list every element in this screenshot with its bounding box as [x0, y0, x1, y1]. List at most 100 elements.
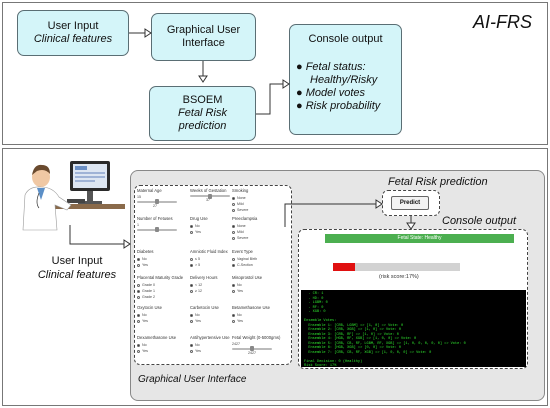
form-field-label: Placental Maturity Grade [137, 275, 184, 280]
radio-option[interactable]: No [190, 313, 240, 318]
radio-button[interactable] [190, 224, 193, 228]
radio-button[interactable] [137, 263, 140, 267]
radio-option[interactable]: No [232, 283, 282, 288]
radio-option[interactable]: Yes [137, 319, 187, 324]
radio-button[interactable] [232, 230, 235, 234]
radio-button[interactable] [137, 313, 140, 317]
radio-option-label: Yes [195, 319, 201, 323]
arrow-bsoem-to-console [256, 83, 283, 115]
radio-button[interactable] [137, 319, 140, 323]
radio-button[interactable] [232, 236, 235, 240]
radio-option[interactable]: Yes [137, 349, 187, 354]
radio-option[interactable]: ≤ 5 [190, 257, 240, 262]
radio-button[interactable] [137, 283, 140, 287]
slider-track[interactable] [190, 193, 230, 199]
radio-option[interactable]: None [232, 224, 282, 229]
radio-button[interactable] [137, 257, 140, 261]
form-field-label: Smoking [232, 188, 249, 193]
radio-option[interactable]: No [137, 343, 187, 348]
console-line: Ensemble 4: [HGB, RF, XGB] => [1, 0, 0] … [304, 337, 417, 341]
risk-score-text: (risk score:17%) [379, 274, 419, 280]
radio-button[interactable] [232, 263, 235, 267]
radio-button[interactable] [232, 289, 235, 293]
radio-option-label: Yes [237, 319, 243, 323]
radio-option[interactable]: No [137, 313, 187, 318]
prediction-label: prediction [178, 120, 227, 132]
radio-button[interactable] [232, 208, 235, 212]
radio-option[interactable]: Yes [190, 230, 240, 235]
radio-option[interactable]: None [232, 196, 282, 201]
slider-value: 37 [206, 198, 210, 202]
radio-button[interactable] [232, 313, 235, 317]
console-line: Ensemble Votes: [304, 319, 337, 323]
radio-option[interactable]: Grade 2 [137, 295, 187, 300]
form-field-label: Weeks of Gestation [190, 188, 227, 193]
radio-option[interactable]: > 5 [190, 263, 240, 268]
slider-track[interactable] [137, 227, 177, 232]
radio-option[interactable]: Vaginal Birth [232, 257, 282, 262]
radio-option-label: Yes [195, 349, 201, 353]
radio-option[interactable]: Severe [232, 236, 282, 241]
radio-option[interactable]: Mild [232, 202, 282, 207]
radio-button[interactable] [190, 313, 193, 317]
radio-button[interactable] [190, 319, 193, 323]
arrow-user-to-gui [69, 225, 124, 245]
radio-option[interactable]: Grade 0 [137, 283, 187, 288]
radio-button[interactable] [190, 230, 193, 234]
radio-option[interactable]: < 12 [190, 283, 240, 288]
bsoem-box: BSOEM Fetal Risk prediction [149, 86, 256, 141]
radio-option-label: Mild [237, 202, 244, 206]
radio-option-label: Severe [237, 236, 249, 240]
radio-button[interactable] [137, 289, 140, 293]
radio-button[interactable] [232, 224, 235, 228]
doctor-at-computer-illustration [22, 161, 125, 231]
radio-option[interactable]: Yes [232, 289, 282, 294]
slider-track[interactable] [232, 346, 272, 351]
form-field-label: Betamethasone Use [232, 305, 270, 310]
predict-button[interactable]: Predict [391, 196, 429, 210]
radio-button[interactable] [190, 283, 193, 287]
fetal-risk-label: Fetal Risk [178, 107, 227, 119]
radio-button[interactable] [190, 257, 193, 261]
radio-option[interactable]: Grade 1 [137, 289, 187, 294]
radio-option[interactable]: C-Section [232, 263, 282, 268]
radio-button[interactable] [190, 343, 193, 347]
radio-button[interactable] [137, 349, 140, 353]
radio-option[interactable]: Yes [190, 349, 240, 354]
console-line: Ensemble 3: [CRB, RF] => [1, 0] => Vote:… [304, 332, 399, 337]
slider-handle[interactable] [155, 227, 159, 232]
slider-handle[interactable] [155, 199, 159, 204]
clinical-features-bottom-label: Clinical features [37, 269, 117, 281]
slider-handle[interactable] [208, 193, 212, 199]
radio-button[interactable] [232, 257, 235, 261]
gui-label-line2: Interface [182, 37, 225, 49]
form-field: Weeks of Gestation 37 [190, 188, 240, 203]
slider-handle[interactable] [250, 346, 254, 351]
radio-option[interactable]: No [190, 343, 240, 348]
radio-option[interactable]: Mild [232, 230, 282, 235]
radio-option[interactable]: Yes [232, 319, 282, 324]
radio-button[interactable] [190, 263, 193, 267]
radio-option[interactable]: ≥ 12 [190, 289, 240, 294]
slider-track[interactable] [137, 199, 177, 204]
radio-option[interactable]: Severe [232, 208, 282, 213]
radio-button[interactable] [232, 319, 235, 323]
radio-button[interactable] [232, 202, 235, 206]
radio-option[interactable]: No [232, 313, 282, 318]
console-line: Ensemble 2: [CRB, XGB] => [1, 0] => Vote… [304, 328, 402, 332]
radio-button[interactable] [232, 196, 235, 200]
radio-option[interactable]: No [137, 257, 187, 262]
radio-button[interactable] [190, 289, 193, 293]
radio-button[interactable] [232, 283, 235, 287]
radio-option[interactable]: No [190, 224, 240, 229]
radio-button[interactable] [137, 343, 140, 347]
radio-button[interactable] [190, 349, 193, 353]
radio-option[interactable]: Yes [137, 263, 187, 268]
radio-button[interactable] [137, 295, 140, 299]
radio-option[interactable]: Yes [190, 319, 240, 324]
